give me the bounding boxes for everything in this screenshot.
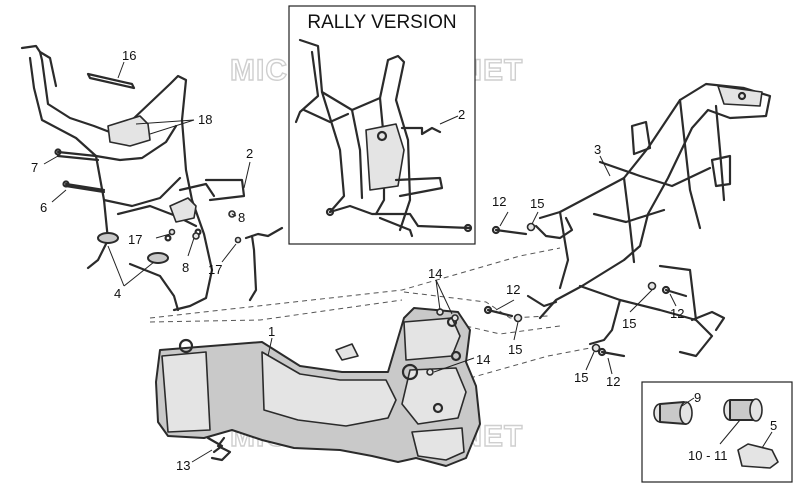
callout-2-inset: 2 <box>458 107 465 122</box>
callout-15-top: 15 <box>530 196 544 211</box>
callout-18: 18 <box>198 112 212 127</box>
callout-17-right: 17 <box>208 262 222 277</box>
callout-2-main: 2 <box>246 146 253 161</box>
callout-8-upper: 8 <box>238 210 245 225</box>
callout-12-right: 12 <box>670 306 684 321</box>
fasteners <box>54 148 688 454</box>
callout-12-mid: 12 <box>506 282 520 297</box>
rally-version-inset: RALLY VERSION 2 <box>288 5 476 245</box>
callout-17-left: 17 <box>128 232 142 247</box>
main-frame <box>149 247 591 467</box>
callout-15-right: 15 <box>622 316 636 331</box>
callout-16: 16 <box>122 48 136 63</box>
callout-7: 7 <box>31 160 38 175</box>
callout-15-bottom: 15 <box>574 370 588 385</box>
inset-title: RALLY VERSION <box>307 12 456 33</box>
callout-13: 13 <box>176 458 190 473</box>
callout-12-bottom: 12 <box>606 374 620 389</box>
callout-6: 6 <box>40 200 47 215</box>
callout-15-mid: 15 <box>508 342 522 357</box>
callout-10-11: 10 - 11 <box>688 448 728 463</box>
leader-lines <box>43 61 773 463</box>
callout-4: 4 <box>114 286 121 301</box>
callout-8-lower: 8 <box>182 260 189 275</box>
callout-12-top: 12 <box>492 194 506 209</box>
rear-subframe <box>526 82 772 358</box>
rally-subframe-drawing <box>294 38 473 238</box>
leader-2-inset <box>439 115 459 125</box>
callout-labels: 16 18 7 6 2 8 8 17 17 4 1 13 14 14 12 15… <box>31 48 777 473</box>
callout-5: 5 <box>770 418 777 433</box>
bushing-detail-box <box>641 381 793 483</box>
callout-14-lower: 14 <box>476 352 490 367</box>
callout-9: 9 <box>694 390 701 405</box>
callout-14-upper: 14 <box>428 266 442 281</box>
callout-3: 3 <box>594 142 601 157</box>
callout-1: 1 <box>268 324 275 339</box>
